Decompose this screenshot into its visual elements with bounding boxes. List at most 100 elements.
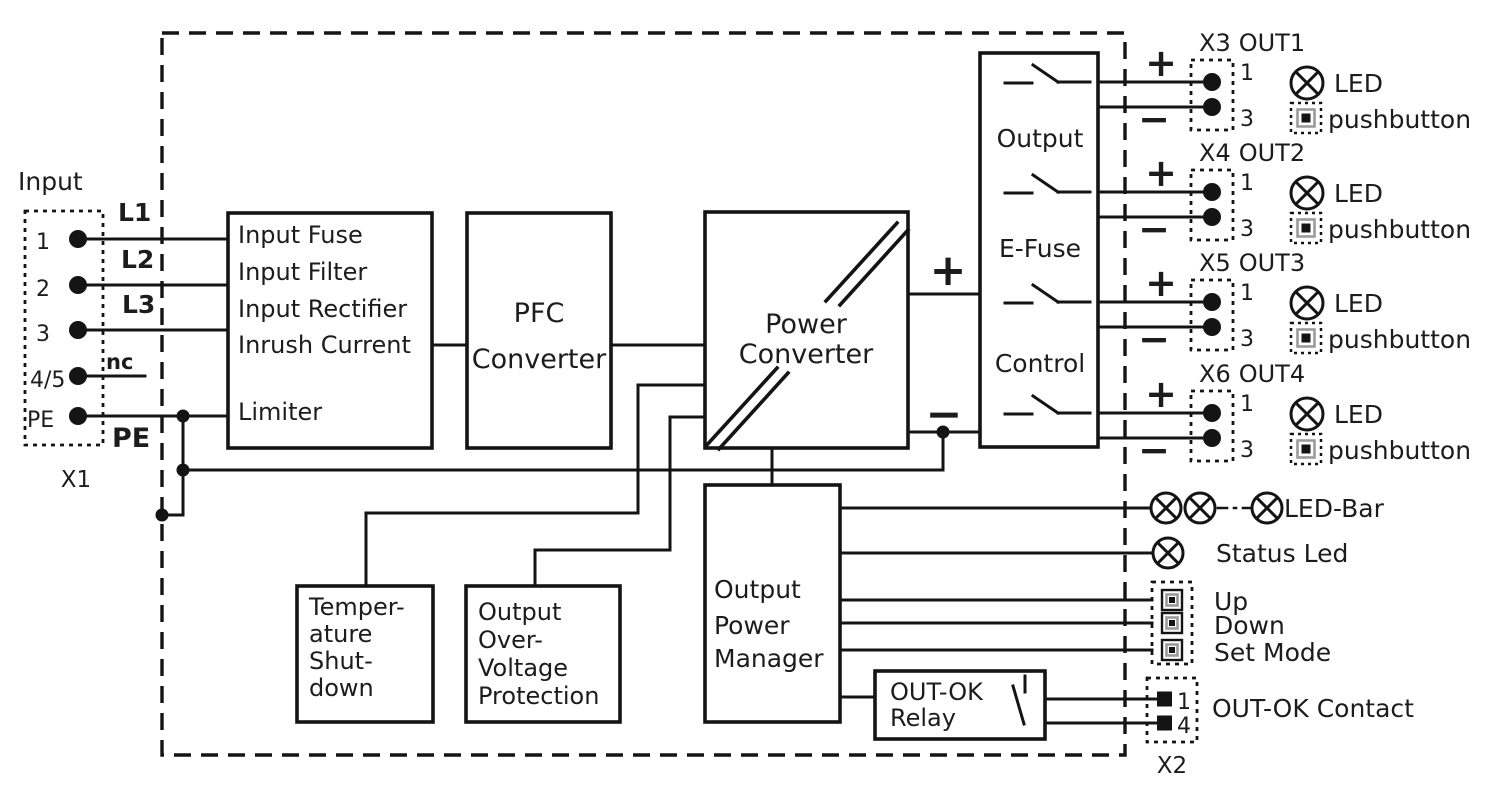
up-label: Up: [1214, 587, 1248, 616]
temperature-line1: Temper-: [308, 593, 405, 621]
out4-led-label: LED: [1334, 400, 1383, 429]
out1-switch-icon: [1003, 62, 1092, 85]
out2-name: OUT2: [1239, 139, 1305, 167]
wire-label-l3: L3: [122, 290, 155, 319]
led-bar: LED-Bar: [1149, 491, 1385, 525]
ovp-line4: Protection: [478, 682, 599, 710]
out2-pin-top: 1: [1240, 171, 1254, 196]
ovp-block: Output Over- Voltage Protection: [464, 584, 622, 724]
input-stage-line5: Limiter: [238, 398, 322, 426]
out3-title: X5 OUT3: [1199, 249, 1305, 277]
out1-connector-name: X3: [1199, 29, 1231, 57]
out2-title: X4 OUT2: [1199, 139, 1305, 167]
out1-led-label: LED: [1334, 69, 1383, 98]
ovp-line1: Output: [478, 598, 561, 626]
out3-pushbutton-label: pushbutton: [1328, 325, 1471, 354]
wire-label-l2: L2: [121, 245, 154, 274]
set-mode-label: Set Mode: [1214, 638, 1331, 667]
input-stage-outline: [226, 211, 434, 450]
pfc-line2: Converter: [472, 344, 607, 375]
buttons-outline: [1150, 580, 1194, 666]
efuse-label-control: Control: [995, 349, 1085, 378]
out4-pushbutton-label: pushbutton: [1328, 436, 1471, 465]
pushbutton-icon: [1289, 432, 1323, 466]
out3-name: OUT3: [1239, 249, 1305, 277]
junction-dots: [69, 230, 950, 522]
out1-name: OUT1: [1239, 29, 1305, 57]
set-mode-button-icon: [1160, 638, 1184, 662]
front-buttons-panel: Up Down Set Mode: [1150, 580, 1331, 667]
out3-switch-icon: [1003, 282, 1092, 305]
power-converter-line2: Converter: [739, 339, 874, 370]
power-converter-line1: Power: [765, 309, 848, 340]
out3-pin-top: 1: [1240, 281, 1254, 306]
pushbutton-icon: [1289, 211, 1323, 245]
out1-pushbutton-label: pushbutton: [1328, 105, 1471, 134]
ovp-outline: [464, 584, 622, 724]
out2-switch-icon: [1003, 172, 1092, 195]
wire-label-l1: L1: [118, 198, 151, 227]
out3-pin-bottom: 3: [1240, 327, 1254, 352]
out3-plus: +: [1145, 261, 1177, 305]
led-bar-icons: [1149, 491, 1284, 525]
input-stage-block: Input Fuse Input Filter Input Rectifier …: [226, 211, 434, 450]
out2-pushbutton-label: pushbutton: [1328, 215, 1471, 244]
out1-minus: −: [1138, 97, 1170, 141]
opm-outline: [703, 483, 842, 724]
out1-title: X3 OUT1: [1199, 29, 1305, 57]
temperature-line4: down: [309, 674, 374, 702]
out2-connector-name: X4: [1199, 139, 1231, 167]
ovp-line3: Voltage: [478, 654, 568, 682]
temperature-shutdown-block: Temper- ature Shut- down: [295, 584, 435, 724]
status-led: Status Led: [1151, 536, 1348, 570]
power-converter-block: Power Converter + −: [703, 210, 967, 452]
x1-connector-outline: [23, 209, 105, 447]
efuse-label-efuse: E-Fuse: [999, 234, 1081, 263]
out-ok-relay-block: OUT-OK Relay: [873, 669, 1047, 741]
ovp-line2: Over-: [478, 626, 543, 654]
pushbutton-icon: [1289, 101, 1323, 135]
out1-connector-outline: [1189, 58, 1235, 132]
out2-plus: +: [1145, 151, 1177, 195]
input-stage-line3: Input Rectifier: [238, 295, 407, 323]
down-button-icon: [1160, 611, 1184, 635]
dc-plus-sign: +: [930, 245, 967, 296]
out1-pin-top: 1: [1240, 61, 1254, 86]
out4-connector-outline: [1189, 389, 1235, 463]
dc-dc-symbol: [703, 220, 911, 452]
opm-line3: Manager: [714, 644, 824, 673]
input-label: Input: [18, 167, 83, 196]
efuse-block: Output E-Fuse Control: [978, 51, 1100, 449]
relay-outline: [873, 669, 1047, 741]
x1-connector-name: X1: [61, 467, 91, 493]
x1-pin-3: 3: [36, 322, 50, 347]
pfc-outline: [465, 211, 613, 450]
out2-led-label: LED: [1334, 179, 1383, 208]
up-button-icon: [1160, 588, 1184, 612]
out2-minus: −: [1138, 207, 1170, 251]
pfc-line1: PFC: [514, 298, 565, 329]
x1-pin-pe: PE: [27, 408, 54, 433]
output-power-manager-block: Output Power Manager: [703, 483, 842, 724]
down-label: Down: [1214, 611, 1285, 640]
out3-connector-outline: [1189, 278, 1235, 352]
temperature-line3: Shut-: [309, 647, 373, 675]
pushbutton-icon: [1289, 321, 1323, 355]
x1-pin-45: 4/5: [30, 368, 65, 393]
x2-connector-name: X2: [1157, 753, 1187, 779]
input-stage-line4: Inrush Current: [238, 331, 411, 359]
led-icon: [1289, 285, 1325, 321]
device-enclosure-border: [160, 31, 1127, 757]
input-stage-line1: Input Fuse: [238, 221, 363, 249]
out4-name: OUT4: [1239, 360, 1305, 388]
out4-pin-bottom: 3: [1240, 438, 1254, 463]
out3-led-label: LED: [1334, 289, 1383, 318]
out3-connector-name: X5: [1199, 249, 1231, 277]
out4-switch-icon: [1003, 393, 1092, 416]
